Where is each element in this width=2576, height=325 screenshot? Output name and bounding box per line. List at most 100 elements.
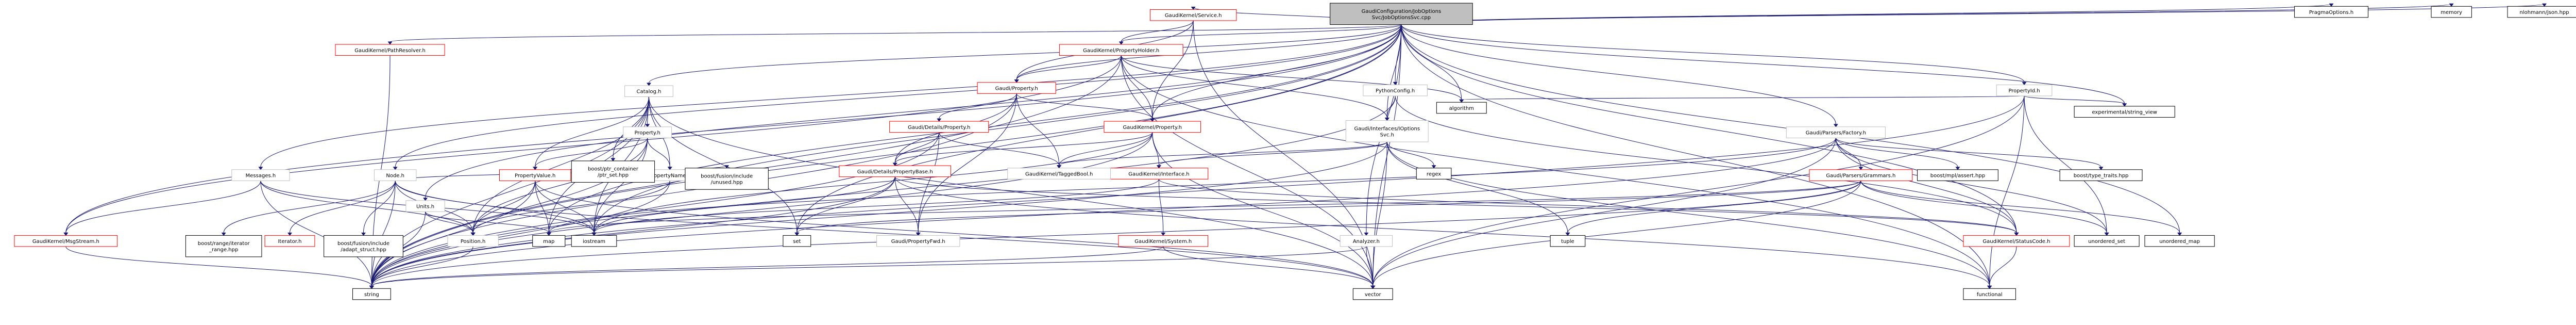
arrowhead-parsersgrammars-to-set [794, 232, 800, 236]
edge-property_local-to-propertyname [647, 138, 670, 167]
arrowhead-gkproperty_h-to-details_property [937, 118, 942, 122]
node-messages[interactable]: Messages.h [231, 169, 290, 181]
node-gkmsgstream[interactable]: GaudiKernel/MsgStream.h [14, 235, 118, 247]
edge-node-to-iostream [395, 181, 595, 233]
node-mplassert: boost/mpl/assert.hpp [1917, 169, 1998, 181]
edge-service-to-propholder [1121, 20, 1194, 42]
edge-gkproperty_h-to-gk_property [1016, 93, 1153, 119]
edge-property_local-to-position [472, 138, 648, 233]
node-map: map [532, 235, 566, 247]
node-property_local[interactable]: Property.h [623, 126, 672, 138]
edge-root-to-propholder [1121, 24, 1402, 42]
edge-details_property-to-details_propertybase [894, 132, 940, 164]
arrowhead-ioptionssvc-to-regex [1431, 165, 1436, 169]
node-units[interactable]: Units.h [405, 200, 445, 212]
node-pythonconfig[interactable]: PythonConfig.h [1363, 84, 1428, 96]
edge-node-to-iterator [290, 181, 396, 233]
edge-propholder-to-algorithm [1121, 55, 1462, 100]
edge-propholder-to-gkproperty_h [1016, 55, 1122, 80]
node-propertyid[interactable]: PropertyId.h [1996, 84, 2053, 96]
arrowhead-parsersfactory-to-mplassert [1955, 167, 1960, 170]
arrowhead-pythonconfig-to-ioptionssvc [1384, 118, 1389, 121]
node-service[interactable]: GaudiKernel/Service.h [1149, 9, 1237, 21]
edge-root-to-ioptionssvc [1386, 24, 1402, 118]
node-parsersfactory[interactable]: Gaudi/Parsers/Factory.h [1786, 126, 1886, 138]
node-box-unordered_set [2074, 235, 2140, 247]
edge-property_local-to-iostream [594, 138, 648, 233]
edge-root-to-gkmsgstream [65, 24, 1402, 233]
node-box-root [1330, 3, 1473, 25]
node-label-pythonconfig-0: PythonConfig.h [1376, 88, 1415, 94]
node-label-boost_range-0: boost/range/iterator [198, 241, 250, 247]
node-label-fusion_adapt-0: boost/fusion/include [337, 241, 389, 247]
node-box-iostream [571, 235, 617, 247]
edge-details_property-to-taggedbool [939, 132, 1060, 166]
node-gkproperty_h[interactable]: Gaudi/Property.h [977, 82, 1056, 94]
node-catalog[interactable]: Catalog.h [624, 85, 673, 97]
edge-node-to-string [371, 181, 396, 286]
arrowhead-node-to-fusion_adapt [361, 232, 366, 236]
arrowhead-node-to-fusion_unused [724, 165, 730, 169]
edge-details_propertybase-to-gkstatuscode [894, 176, 2017, 233]
node-propertyfwd[interactable]: Gaudi/PropertyFwd.h [876, 235, 960, 247]
node-iterator[interactable]: Iterator.h [264, 235, 315, 247]
node-analyzer[interactable]: Analyzer.h [1340, 235, 1393, 247]
edge-propertyname-to-position [472, 181, 670, 233]
edge-propholder-to-ioptionssvc [1121, 55, 1387, 118]
node-details_propertybase[interactable]: Gaudi/Details/PropertyBase.h [839, 165, 952, 177]
node-details_property[interactable]: Gaudi/Details/Property.h [889, 121, 989, 133]
node-box-parsersgrammars [1809, 169, 1913, 181]
node-box-iterator [264, 235, 315, 247]
node-propertyvalue[interactable]: PropertyValue.h [499, 169, 571, 181]
edge-pythonconfig-to-string [371, 95, 1396, 286]
node-box-boost_range [185, 235, 262, 257]
node-gkstatuscode[interactable]: GaudiKernel/StatusCode.h [1963, 235, 2070, 247]
node-set: set [783, 235, 811, 247]
node-label-typetraits-0: boost/type_traits.hpp [2074, 173, 2129, 179]
edge-propertyvalue-to-vector [535, 181, 1374, 286]
arrowhead-root-to-pythonconfig [1393, 82, 1398, 86]
node-pathresolver[interactable]: GaudiKernel/PathResolver.h [335, 44, 445, 56]
node-ginterface[interactable]: GaudiKernel/Interface.h [1109, 168, 1209, 180]
node-label-ioptionssvc-0: Gaudi/Interfaces/IOptions [1354, 126, 1420, 132]
node-label-ginterface-0: GaudiKernel/Interface.h [1128, 172, 1189, 177]
edge-propholder-to-gk_property [1121, 55, 1153, 119]
node-propholder[interactable]: GaudiKernel/PropertyHolder.h [1059, 44, 1183, 56]
node-box-catalog [624, 85, 673, 97]
node-position[interactable]: Position.h [447, 235, 499, 247]
edge-parsersgrammars-to-map [548, 180, 1861, 233]
node-label-set-0: set [793, 239, 801, 245]
node-label-position-0: Position.h [461, 239, 485, 245]
arrowhead-root-to-pragmaoptions [2329, 3, 2334, 7]
node-label-taggedbool-0: GaudiKernel/TaggedBool.h [1025, 172, 1093, 177]
node-node[interactable]: Node.h [374, 169, 417, 181]
edge-gkstatuscode-to-functional [1989, 246, 2017, 286]
node-label-string-0: string [364, 292, 379, 298]
edge-details_propertybase-to-functional [894, 176, 1990, 286]
node-parsersgrammars[interactable]: Gaudi/Parsers/Grammars.h [1809, 169, 1913, 181]
edge-catalog-to-propertyvalue [535, 96, 649, 167]
node-gksystem[interactable]: GaudiKernel/System.h [1118, 235, 1209, 247]
arrowhead-ioptionssvc-to-ginterface [1156, 165, 1161, 169]
node-taggedbool[interactable]: GaudiKernel/TaggedBool.h [1007, 168, 1111, 180]
edge-root-to-node [395, 24, 1402, 167]
node-functional: functional [1963, 288, 2016, 300]
arrowhead-gk_property-to-details_propertybase [892, 163, 897, 167]
arrowhead-node-to-iterator [287, 232, 292, 236]
arrowhead-analyzer-to-string [369, 285, 374, 289]
node-label-pragmaoptions-0: PragmaOptions.h [2309, 10, 2353, 15]
node-label-node-0: Node.h [386, 173, 404, 179]
edge-root-to-exp_string_view [1401, 24, 2125, 104]
arrowhead-root-to-units [423, 198, 428, 201]
node-exp_string_view: experimental/string_view [2074, 106, 2175, 118]
node-gk_property[interactable]: GaudiKernel/Property.h [1104, 121, 1201, 133]
edge-gkproperty_h-to-details_property [939, 93, 1017, 119]
node-box-fusion_adapt [324, 235, 403, 257]
node-box-propertyid [1996, 84, 2053, 96]
edge-root-to-memory [1401, 3, 2452, 25]
arrowhead-node-to-iostream [591, 232, 597, 236]
edge-details_property-to-propertyfwd [918, 132, 940, 233]
node-box-units [405, 200, 445, 212]
edge-propertyvalue-to-iostream [535, 181, 595, 233]
